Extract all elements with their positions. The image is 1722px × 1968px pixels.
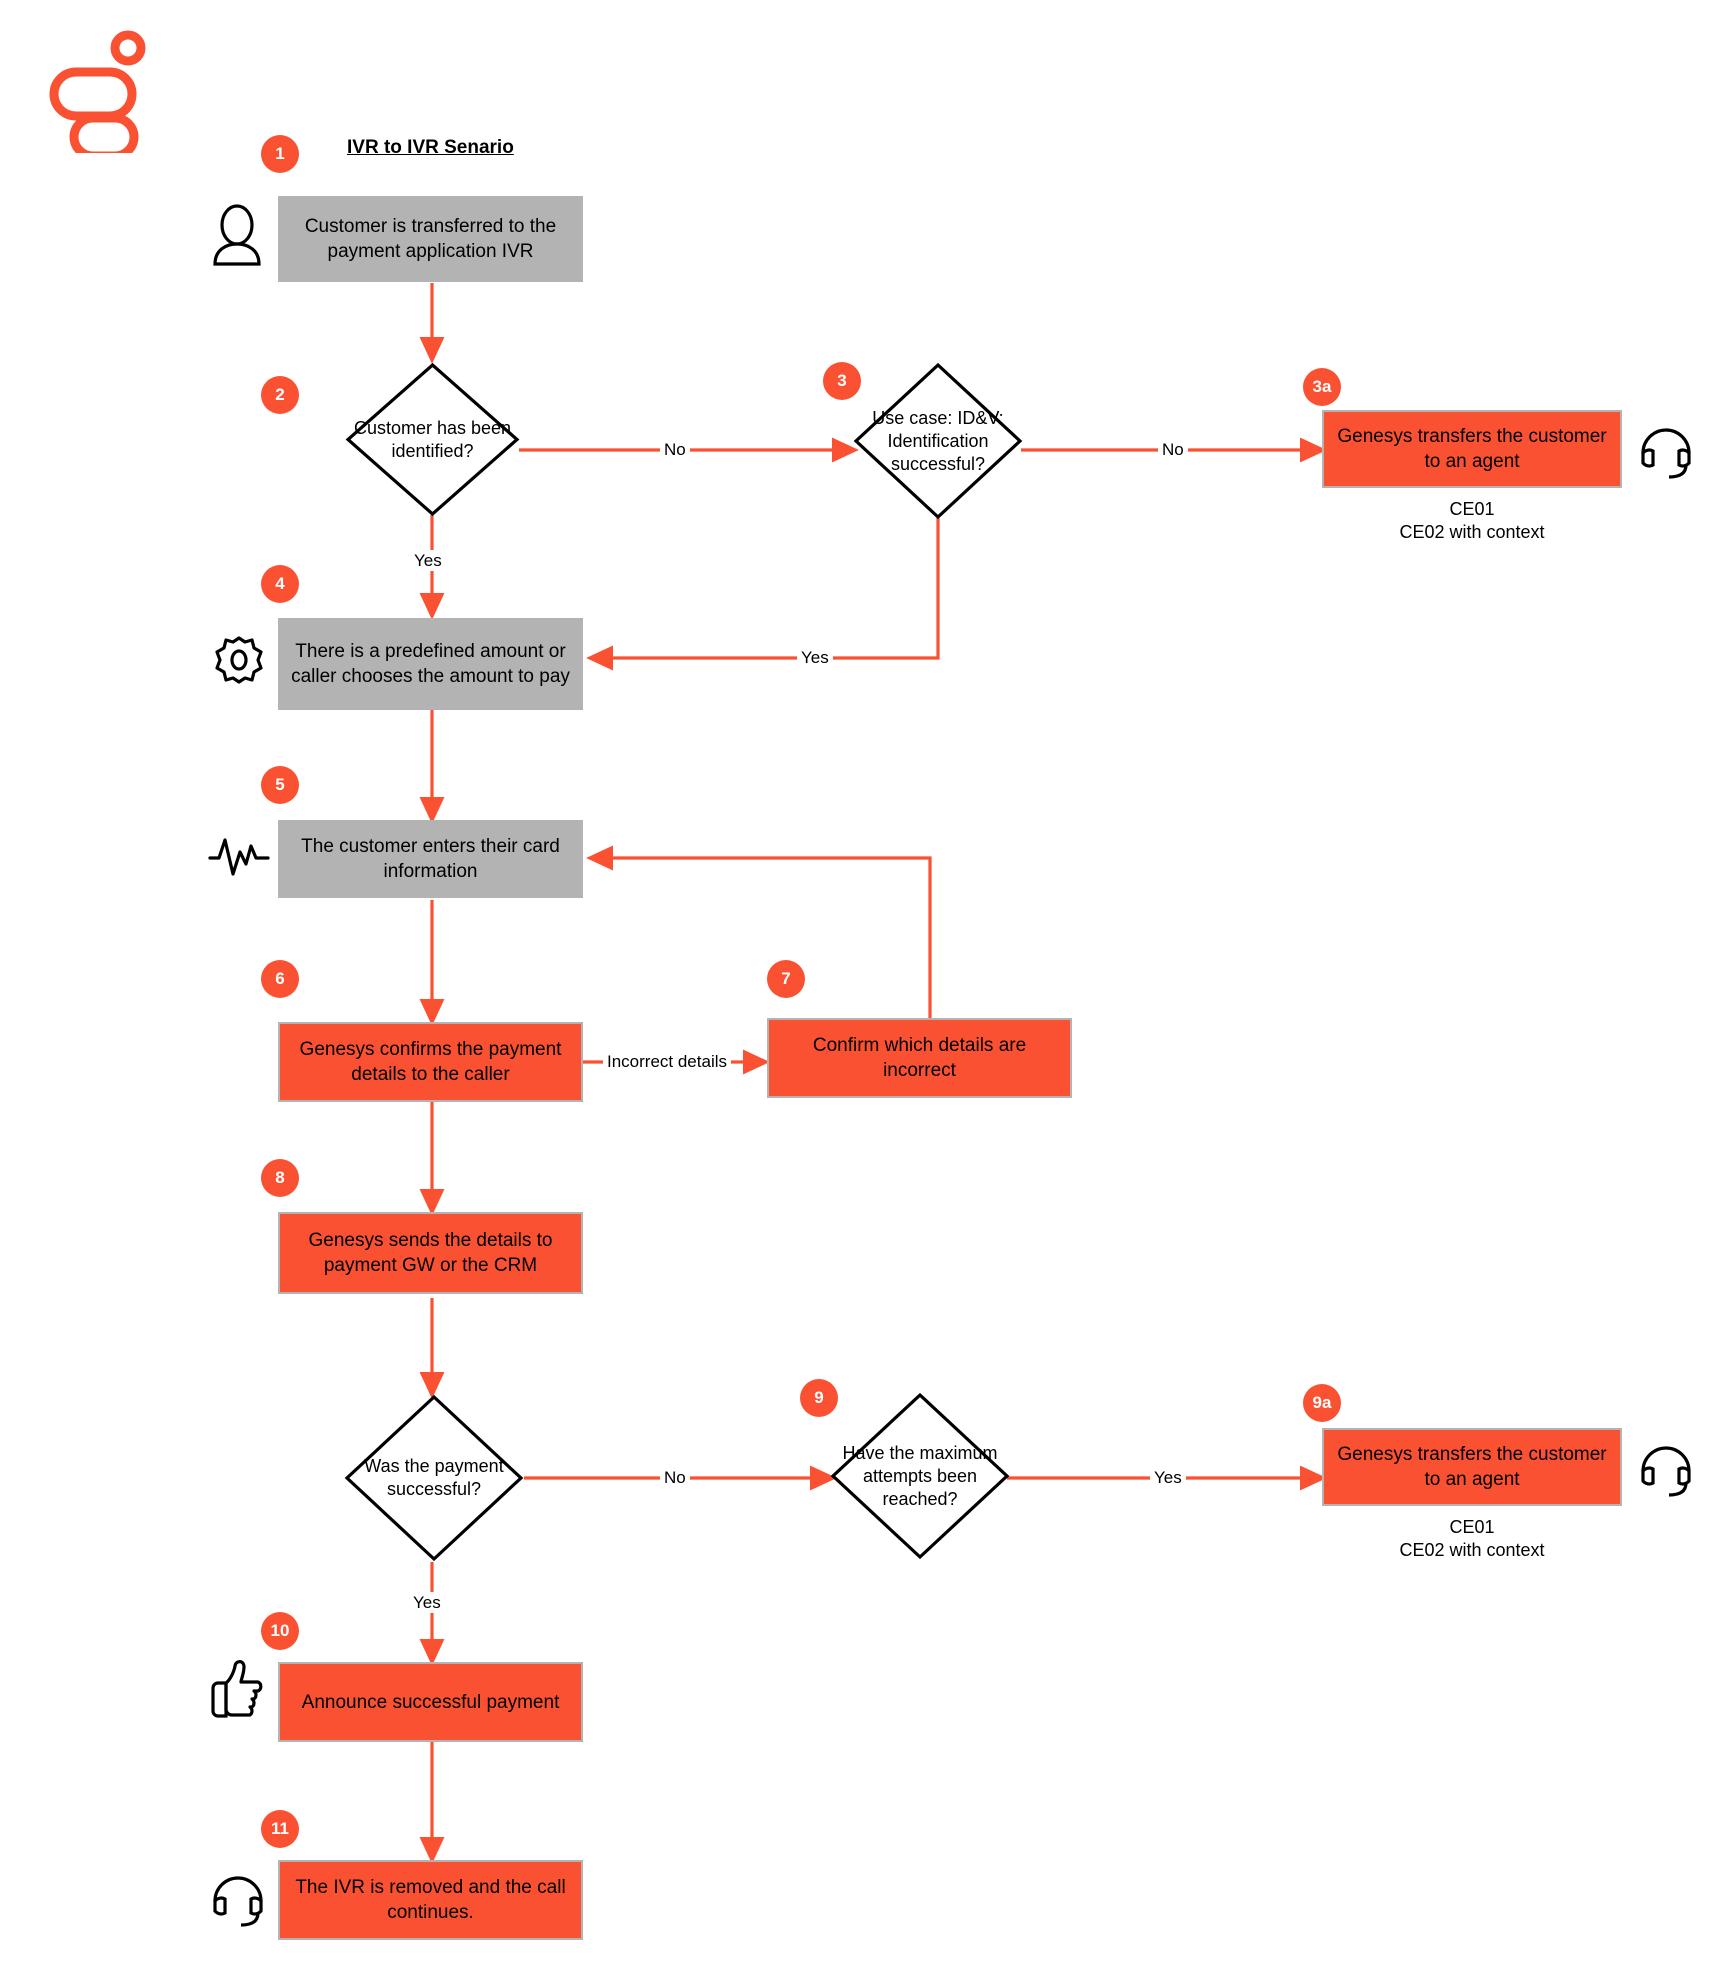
process-node-10[interactable]: Announce successful payment [278,1662,583,1742]
caption-9a: CE01 CE02 with context [1399,1517,1545,1560]
edge-label-6-incorrect: Incorrect details [603,1051,731,1072]
decision-node-payment-label: Was the payment successful? [364,1456,504,1499]
decision-node-3-label: Use case: ID&V: Identification successfu… [872,407,1004,474]
process-node-3a[interactable]: Genesys transfers the customer to an age… [1322,410,1622,488]
genesys-logo [49,30,146,153]
step-badge-11: 11 [261,1810,299,1848]
process-node-6[interactable]: Genesys confirms the payment details to … [278,1022,583,1102]
step-badge-6: 6 [261,960,299,998]
diagram-title: IVR to IVR Senario [347,137,514,158]
step-badge-9a: 9a [1303,1384,1341,1422]
step-badge-8: 8 [261,1159,299,1197]
decision-node-9[interactable]: Have the maximum attempts been reached? [830,1392,1010,1560]
edge-label-3-yes: Yes [797,647,833,668]
process-node-7[interactable]: Confirm which details are incorrect [767,1018,1072,1098]
process-node-4[interactable]: There is a predefined amount or caller c… [278,618,583,710]
gear-icon [215,636,263,684]
edge-label-2-yes: Yes [410,550,446,571]
decision-node-2[interactable]: Customer has been identified? [345,362,520,517]
process-node-9a[interactable]: Genesys transfers the customer to an age… [1322,1428,1622,1506]
diamond-shape [830,1392,1010,1560]
step-badge-3a: 3a [1303,368,1341,406]
decision-node-3[interactable]: Use case: ID&V: Identification successfu… [853,362,1023,520]
step-badge-3: 3 [823,362,861,400]
headset-icon [1641,428,1691,479]
edge-label-2-no: No [660,439,690,460]
step-badge-1: 1 [261,135,299,173]
process-node-1[interactable]: Customer is transferred to the payment a… [278,196,583,282]
decision-node-payment[interactable]: Was the payment successful? [344,1394,524,1562]
thumbs-up-icon [211,1660,263,1718]
step-badge-10: 10 [261,1612,299,1650]
diamond-shape [344,1394,524,1562]
process-node-11[interactable]: The IVR is removed and the call continue… [278,1860,583,1940]
step-badge-5: 5 [261,766,299,804]
waveform-icon [208,838,270,876]
decision-node-2-label: Customer has been identified? [353,417,512,461]
decision-node-9-label: Have the maximum attempts been reached? [842,1442,998,1509]
diamond-shape [853,362,1023,520]
process-node-5[interactable]: The customer enters their card informati… [278,820,583,898]
edge-label-payment-yes: Yes [409,1592,445,1613]
headset-icon [213,1876,263,1927]
step-badge-2: 2 [261,376,299,414]
step-badge-7: 7 [767,960,805,998]
step-badge-4: 4 [261,565,299,603]
headset-icon [1641,1446,1691,1497]
diamond-shape [345,362,520,517]
caption-3a: CE01 CE02 with context [1399,499,1545,542]
edge-label-3-no: No [1158,439,1188,460]
person-icon [213,204,261,266]
edge-label-9-yes: Yes [1150,1467,1186,1488]
process-node-8[interactable]: Genesys sends the details to payment GW … [278,1212,583,1294]
edge-label-payment-no: No [660,1467,690,1488]
step-badge-9: 9 [800,1379,838,1417]
